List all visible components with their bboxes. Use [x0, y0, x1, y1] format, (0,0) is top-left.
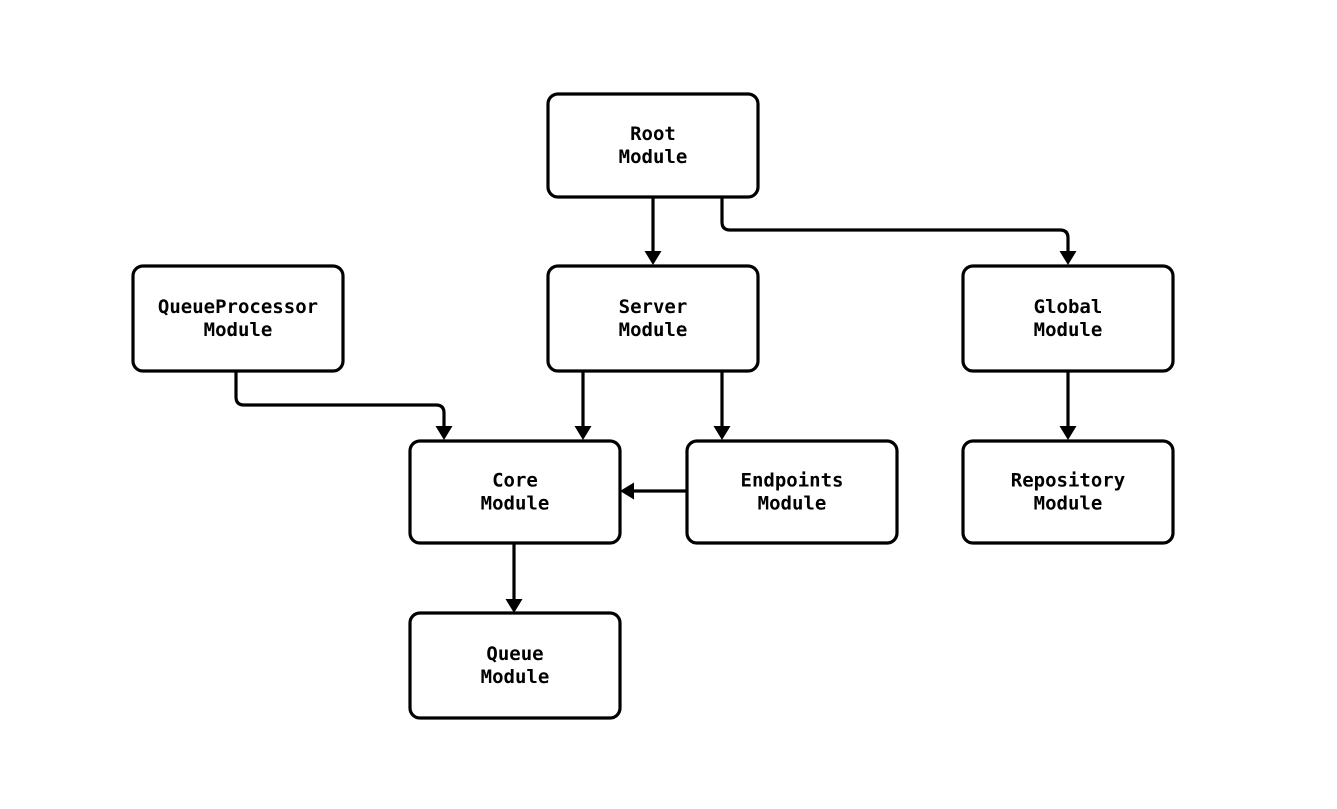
- node-label-line2-global: Module: [1034, 319, 1103, 341]
- node-label-line2-queue: Module: [481, 666, 550, 688]
- node-label-line1-global: Global: [1034, 296, 1103, 318]
- node-box-root[interactable]: [546, 92, 760, 199]
- edge-queueprocessor-to-core: [234, 371, 453, 440]
- node-box-queue[interactable]: [408, 611, 622, 720]
- node-label-line1-endpoints: Endpoints: [741, 470, 844, 492]
- edge-server-to-endpoints: [713, 371, 731, 440]
- nodes-layer: RootModuleQueueProcessorModuleServerModu…: [131, 92, 1175, 720]
- arrowhead-root-to-server: [644, 251, 662, 265]
- arrowhead-global-to-repository: [1059, 426, 1077, 440]
- arrowhead-server-to-endpoints: [713, 426, 731, 440]
- edge-global-to-repository: [1059, 371, 1077, 440]
- edge-endpoints-to-core: [620, 482, 687, 500]
- edge-root-to-server: [644, 197, 662, 265]
- node-label-line2-queueprocessor: Module: [204, 319, 273, 341]
- arrowhead-root-to-global: [1059, 251, 1077, 265]
- node-label-line2-root: Module: [619, 146, 688, 168]
- node-label-line1-repository: Repository: [1011, 470, 1125, 492]
- node-box-core[interactable]: [408, 439, 622, 545]
- edge-root-to-global: [720, 197, 1077, 265]
- node-box-global[interactable]: [961, 264, 1175, 373]
- edge-line-queueprocessor-to-core: [234, 371, 446, 427]
- node-box-queueprocessor[interactable]: [131, 264, 345, 373]
- edge-core-to-queue: [505, 543, 523, 613]
- node-label-line2-endpoints: Module: [758, 493, 827, 515]
- node-label-line2-repository: Module: [1034, 493, 1103, 515]
- node-box-repository[interactable]: [961, 439, 1175, 545]
- arrowhead-endpoints-to-core: [620, 482, 634, 500]
- node-label-line2-server: Module: [619, 319, 688, 341]
- arrowhead-queueprocessor-to-core: [435, 426, 453, 440]
- edges-layer: [234, 197, 1077, 613]
- node-box-server[interactable]: [546, 264, 760, 373]
- node-label-line1-queueprocessor: QueueProcessor: [158, 296, 318, 318]
- arrowhead-server-to-core: [574, 426, 592, 440]
- node-label-line2-core: Module: [481, 493, 550, 515]
- node-box-endpoints[interactable]: [685, 439, 899, 545]
- node-label-line1-queue: Queue: [486, 643, 543, 665]
- node-label-line1-root: Root: [630, 123, 676, 145]
- node-label-line1-server: Server: [619, 296, 688, 318]
- edge-server-to-core: [574, 371, 592, 440]
- edge-line-root-to-global: [720, 197, 1070, 252]
- arrowhead-core-to-queue: [505, 599, 523, 613]
- node-label-line1-core: Core: [492, 470, 538, 492]
